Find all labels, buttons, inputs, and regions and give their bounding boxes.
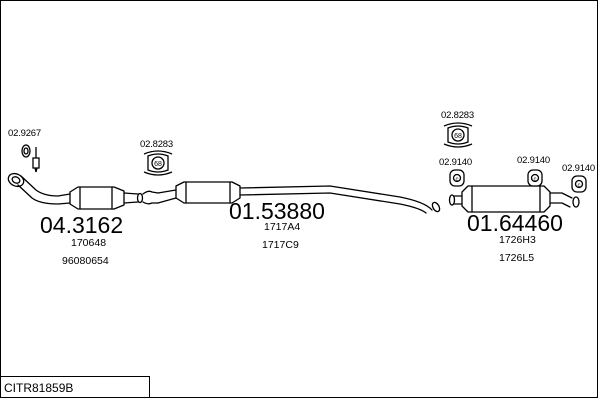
hanger-1-label: 02.9140: [439, 157, 472, 168]
front-ref-1: 170648: [71, 237, 107, 249]
clamp-front-icon: [143, 150, 173, 176]
hanger-3-icon: [571, 175, 587, 193]
hanger-2-label: 02.9140: [517, 155, 550, 166]
middle-ref-1: 1717A4: [264, 221, 301, 233]
kit-code: CITR81859B: [4, 381, 74, 395]
clamp-front-label: 02.8283: [140, 139, 173, 150]
clamp-front-badge: 68: [154, 161, 162, 168]
rear-ref-1: 1726H3: [499, 234, 536, 246]
hanger-3-label: 02.9140: [562, 163, 595, 174]
front-ref-2: 96080654: [62, 255, 109, 267]
middle-ref-2: 1717C9: [262, 239, 299, 251]
seal-label: 02.9267: [8, 128, 41, 139]
hanger-1-icon: [449, 169, 465, 187]
front-pipe-catalyst: [7, 172, 144, 210]
hanger-2-badge: c: [534, 177, 537, 183]
clamp-rear-icon: [443, 122, 473, 148]
hanger-2-icon: [527, 169, 543, 187]
rear-silencer: [448, 185, 580, 213]
rear-part-number: 01.64460: [467, 210, 563, 236]
seal-gasket: [21, 144, 40, 173]
front-part-number: 04.3162: [40, 212, 124, 238]
middle-part-number: 01.53880: [229, 198, 325, 224]
clamp-rear-label: 02.8283: [441, 110, 474, 121]
middle-silencer-pipe: [142, 181, 441, 214]
hanger-1-badge: c: [456, 177, 459, 183]
rear-ref-2: 1726L5: [499, 252, 535, 264]
kit-code-box: CITR81859B: [0, 376, 150, 398]
clamp-rear-badge: 68: [454, 133, 462, 140]
hanger-3-badge: c: [578, 183, 581, 189]
